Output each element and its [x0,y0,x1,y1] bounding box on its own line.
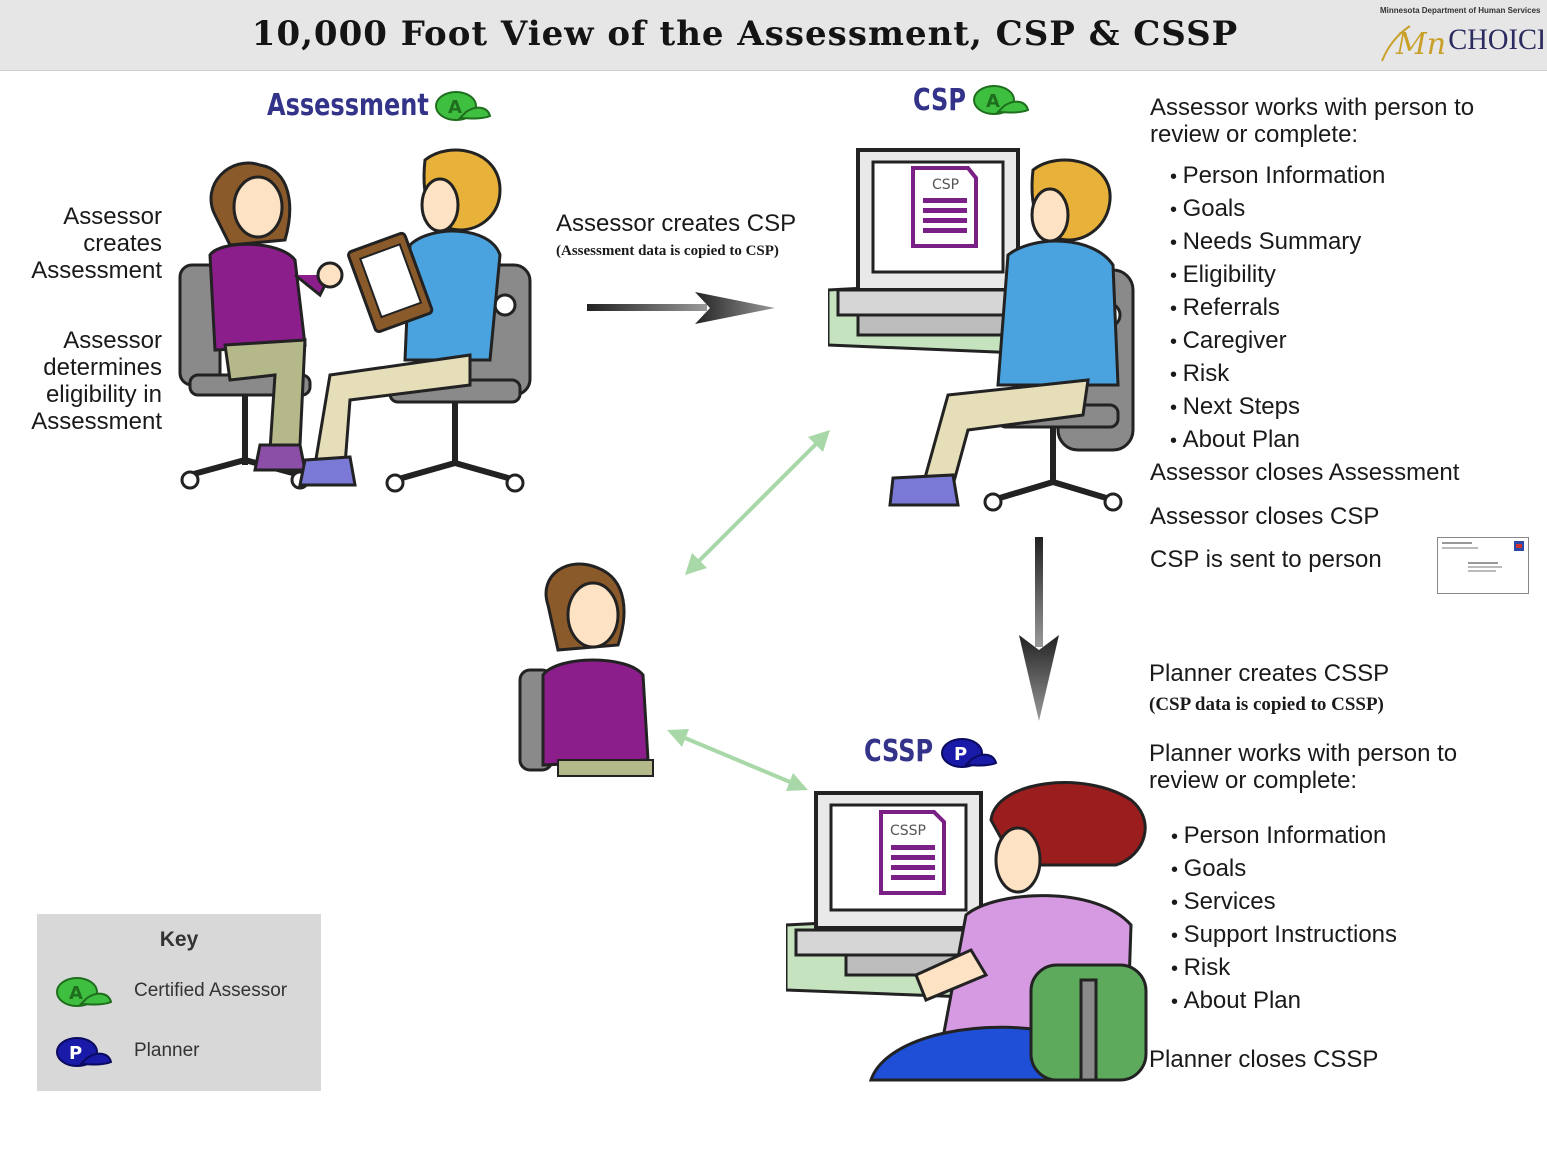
list-item: Person Information [1170,160,1386,193]
svg-text:A: A [69,983,83,1004]
csp-heading: CSP [913,83,966,118]
svg-text:A: A [986,91,1000,112]
cssp-copied-note: (CSP data is copied to CSSP) [1149,694,1384,715]
list-item: Goals [1170,193,1385,226]
svg-text:Mn: Mn [1395,27,1446,62]
cssp-computer-illustration: CSSP [784,775,1156,1088]
cssp-heading: CSSP [864,734,934,769]
list-item: Caregiver [1170,325,1385,358]
list-item: Person Information [1171,820,1397,853]
list-item: Risk [1170,358,1385,391]
arrow-csp-to-cssp [1017,535,1062,730]
page-title: 10,000 Foot View of the Assessment, CSP … [251,14,1239,54]
legend-planner-label: Planner [134,1040,200,1061]
list-item: Eligibility [1170,259,1385,292]
assessor-hat-icon: A [968,80,1030,125]
connector-person-csp [680,425,835,585]
connector-person-cssp [665,725,810,800]
list-item: Support Instructions [1171,919,1397,952]
list-item: About Plan [1170,424,1385,457]
svg-text:CHOICES: CHOICES [1448,23,1543,56]
legend-key: Key A Certified Assessor P Planner [37,914,321,1091]
csp-closes-assessment: Assessor closes Assessment [1150,459,1460,486]
person-illustration [518,560,658,783]
list-item: About Plan [1171,985,1397,1018]
planner-hat-icon: P [51,1032,113,1077]
csp-items-list: Person Information Goals Needs Summary E… [1170,160,1386,457]
assessor-hat-icon: A [51,972,113,1017]
header-bar [0,0,1547,71]
list-item: Needs Summary [1170,226,1385,259]
cssp-items-list: Person Information Goals Services Suppor… [1171,820,1397,1018]
assessment-meeting-illustration [170,145,550,510]
mnchoices-logo: Mn CHOICES [1378,16,1547,71]
cssp-planner-closes: Planner closes CSSP [1149,1046,1379,1073]
svg-text:P: P [69,1043,82,1064]
legend-assessor-label: Certified Assessor [134,980,288,1001]
list-item: Risk [1171,952,1397,985]
assessor-hat-icon: A [430,86,492,131]
flow-assessment-copied-note: (Assessment data is copied to CSP) [556,243,779,259]
svg-text:A: A [448,97,462,118]
svg-text:CSSP: CSSP [890,823,926,839]
list-item: Referrals [1170,292,1385,325]
arrow-assessment-to-csp [585,288,780,333]
cssp-planner-creates: Planner creates CSSP [1149,660,1390,687]
flow-assessor-creates-csp: Assessor creates CSP [556,210,797,237]
legend-title: Key [159,928,199,951]
assessment-heading: Assessment [267,88,429,123]
csp-computer-illustration: CSP [826,140,1148,530]
list-item: Services [1171,886,1397,919]
list-item: Next Steps [1170,391,1385,424]
department-name: Minnesota Department of Human Services [1380,6,1541,15]
csp-closes-csp: Assessor closes CSP [1150,503,1380,530]
mailed-letter-icon [1437,537,1529,594]
csp-sent-to-person: CSP is sent to person [1150,546,1382,573]
svg-text:P: P [954,744,967,765]
svg-text:CSP: CSP [932,177,959,193]
list-item: Goals [1171,853,1397,886]
planner-hat-icon: P [936,733,998,778]
